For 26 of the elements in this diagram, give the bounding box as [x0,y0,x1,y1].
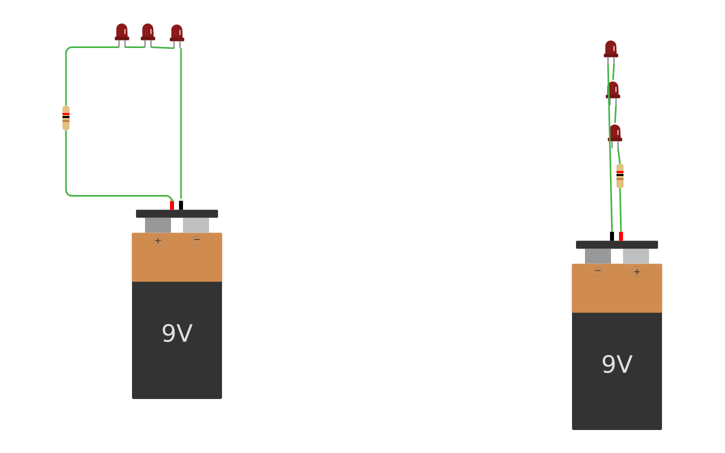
battery-drawing [572,232,662,430]
resistor-drawing [62,106,70,130]
wire [614,105,617,123]
led-drawing [170,24,184,49]
polarity-sign: − [192,236,202,246]
wire [612,64,615,80]
wire [150,46,174,49]
resistor-drawing [616,164,624,188]
voltage-label: 9V [602,354,633,374]
battery-drawing [132,200,222,399]
wire [65,46,119,106]
led-drawing [606,82,620,106]
wire [125,46,145,48]
polarity-sign: − [592,266,604,277]
led-drawing [114,24,130,48]
voltage-label: 9V [162,324,193,342]
led-drawing [604,40,618,65]
wire [65,130,173,203]
polarity-sign: + [152,235,164,246]
wire [607,64,613,232]
wire [619,188,622,232]
polarity-sign: + [632,266,642,278]
led-drawing [140,24,156,48]
wire [617,148,621,164]
wire [180,48,182,199]
led-drawing [608,124,622,149]
